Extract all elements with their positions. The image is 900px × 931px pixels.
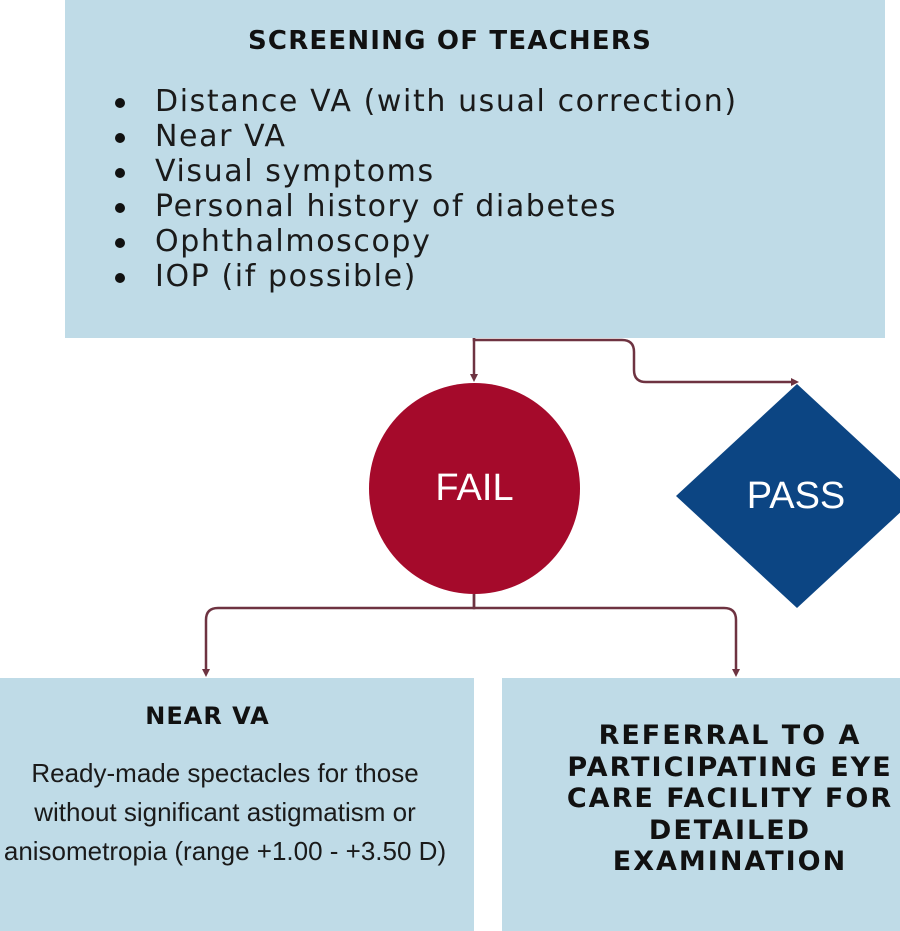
near-va-title: NEAR VA — [145, 702, 270, 730]
near-va-box — [0, 678, 474, 931]
referral-line: CARE FACILITY FOR — [566, 783, 894, 814]
screening-item: Distance VA (with usual correction) — [115, 84, 738, 119]
referral-line: PARTICIPATING EYE — [567, 751, 893, 783]
near-va-description: Ready-made spectacles for those without … — [0, 754, 490, 871]
fail-node — [369, 383, 580, 594]
screening-title: SCREENING OF TEACHERS — [247, 26, 652, 56]
screening-item: IOP (if possible) — [115, 259, 738, 294]
referral-box — [502, 678, 900, 931]
near-va-line: Ready-made spectacles for those — [31, 758, 419, 788]
pass-node — [676, 384, 900, 608]
screening-box — [65, 0, 885, 338]
screening-item: Ophthalmoscopy — [115, 224, 738, 259]
arrow-to-pass — [472, 338, 799, 386]
fail-label: FAIL — [435, 467, 514, 509]
pass-label: PASS — [746, 475, 846, 517]
screening-item: Visual symptoms — [115, 154, 738, 189]
screening-item: Near VA — [115, 119, 738, 154]
arrow-to-referral — [472, 594, 740, 677]
arrow-to-near-va — [202, 594, 476, 677]
screening-list: Distance VA (with usual correction) Near… — [115, 84, 738, 294]
screening-item: Personal history of diabetes — [115, 189, 738, 224]
referral-line: DETAILED — [648, 814, 812, 846]
near-va-line: anisometropia (range +1.00 - +3.50 D) — [3, 836, 447, 866]
referral-line: REFERRAL TO A — [598, 720, 862, 751]
referral-line: EXAMINATION — [612, 846, 848, 877]
referral-title: REFERRAL TO A PARTICIPATING EYE CARE FAC… — [560, 720, 900, 878]
near-va-line: without significant astigmatism or — [34, 797, 416, 827]
